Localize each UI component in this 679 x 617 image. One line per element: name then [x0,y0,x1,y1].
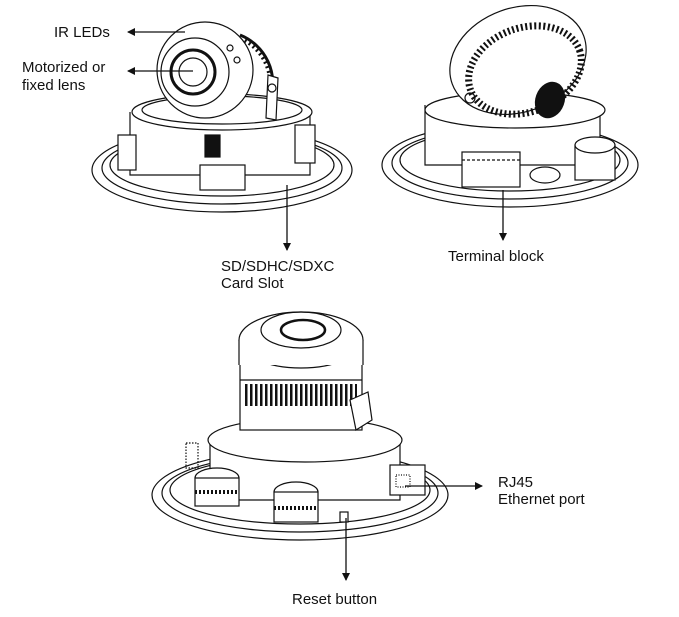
label-rj45-line2: Ethernet port [498,491,585,508]
label-rj45-line1: RJ45 [498,474,534,491]
label-sd-line1: SD/SDHC/SDXC [221,258,335,275]
label-sd-line2: Card Slot [221,275,284,292]
label-terminal-block: Terminal block [448,248,544,265]
camera-bottom-view [151,311,449,541]
label-lens-line1: Motorized or [22,59,106,76]
camera-front-view [91,21,353,213]
label-reset-button: Reset button [292,591,378,608]
camera-rear-view [381,4,639,208]
label-lens-line2: fixed lens [22,77,86,94]
label-ir-leds: IR LEDs [54,24,110,41]
